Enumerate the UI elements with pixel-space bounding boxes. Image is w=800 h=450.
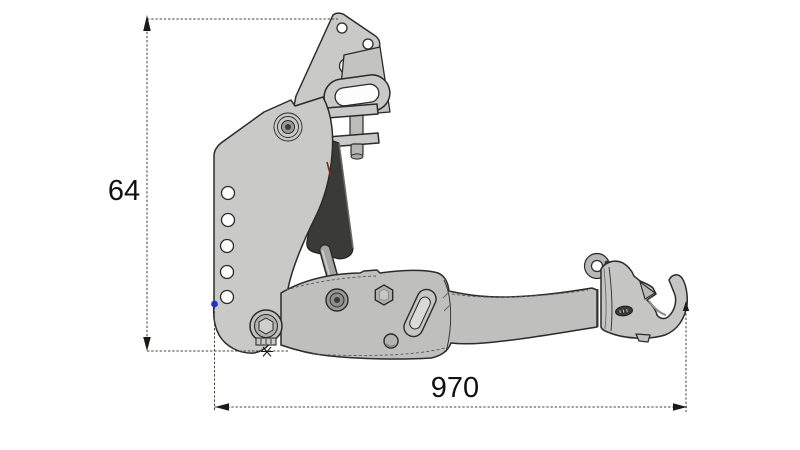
cylinder-edge-highlight (338, 142, 354, 249)
rod-boss-center (334, 297, 340, 303)
upper-pivot-boss (273, 112, 303, 142)
rod-end-boss (325, 288, 349, 312)
clevis-pin-assembly (325, 103, 380, 160)
plate-holes (219, 185, 236, 305)
boss-ring-outer (273, 112, 303, 142)
lower-arm (280, 269, 598, 360)
star-marker (261, 346, 273, 357)
length-dimension-label: 970 (431, 372, 479, 404)
plate-hole-5 (219, 289, 235, 305)
blue-marker-dot (211, 300, 218, 308)
boss-center (285, 124, 291, 130)
hook-latch (639, 280, 656, 300)
height-dimension: 64 (108, 15, 338, 357)
arm-top-edge-detail (451, 289, 589, 298)
lower-arm-body (280, 269, 598, 360)
length-arrow-left (215, 403, 229, 411)
brand-badge (615, 305, 633, 317)
pin-nub-end (350, 153, 364, 160)
height-arrow-bottom (143, 337, 151, 351)
plate-red-sliver (326, 161, 332, 178)
quick-hitch-hook (583, 252, 688, 343)
arm-hex-bolt (374, 284, 394, 306)
hook-face-edge-2 (603, 267, 607, 330)
bracket-hole-top (336, 22, 348, 34)
arm-hole-shade (385, 343, 396, 348)
arm-slot (403, 288, 437, 338)
lower-boss-nut (258, 317, 274, 335)
hook-bottom-tab (635, 333, 651, 343)
hex-bolt-face (379, 288, 389, 302)
implement-drawing (212, 12, 688, 360)
arm-bottom-edge-detail (311, 346, 449, 356)
arm-wide-section-edge (443, 279, 452, 353)
slot-inner (409, 296, 431, 330)
plate-hole-4 (219, 264, 235, 280)
length-ext-right-tick (682, 301, 690, 311)
length-arrow-right (673, 403, 687, 411)
lower-boss-tab-serrations (260, 339, 272, 344)
bracket-hole-ear (362, 38, 374, 50)
badge-text-marks (619, 309, 628, 314)
plate-hole-3 (219, 238, 235, 254)
arm-edge-slash-2 (443, 303, 452, 312)
arm-edge-slash-1 (442, 290, 451, 299)
hook-mouth-shade (648, 300, 667, 316)
arm-top-edge-detail-left (285, 275, 377, 291)
length-dimension: 970 (214, 301, 690, 412)
boss-ring-mid (277, 116, 299, 138)
plate-hole-1 (220, 185, 236, 201)
height-arrow-top (143, 15, 151, 31)
hook-face-edge-1 (608, 266, 613, 332)
plate-hole-2 (220, 212, 236, 228)
height-dimension-label: 64 (108, 175, 140, 207)
main-plate (212, 96, 334, 354)
arm-small-hole (383, 333, 399, 349)
lower-pivot-boss (249, 309, 283, 346)
ring-inner (334, 83, 380, 107)
hook-body (600, 260, 688, 339)
